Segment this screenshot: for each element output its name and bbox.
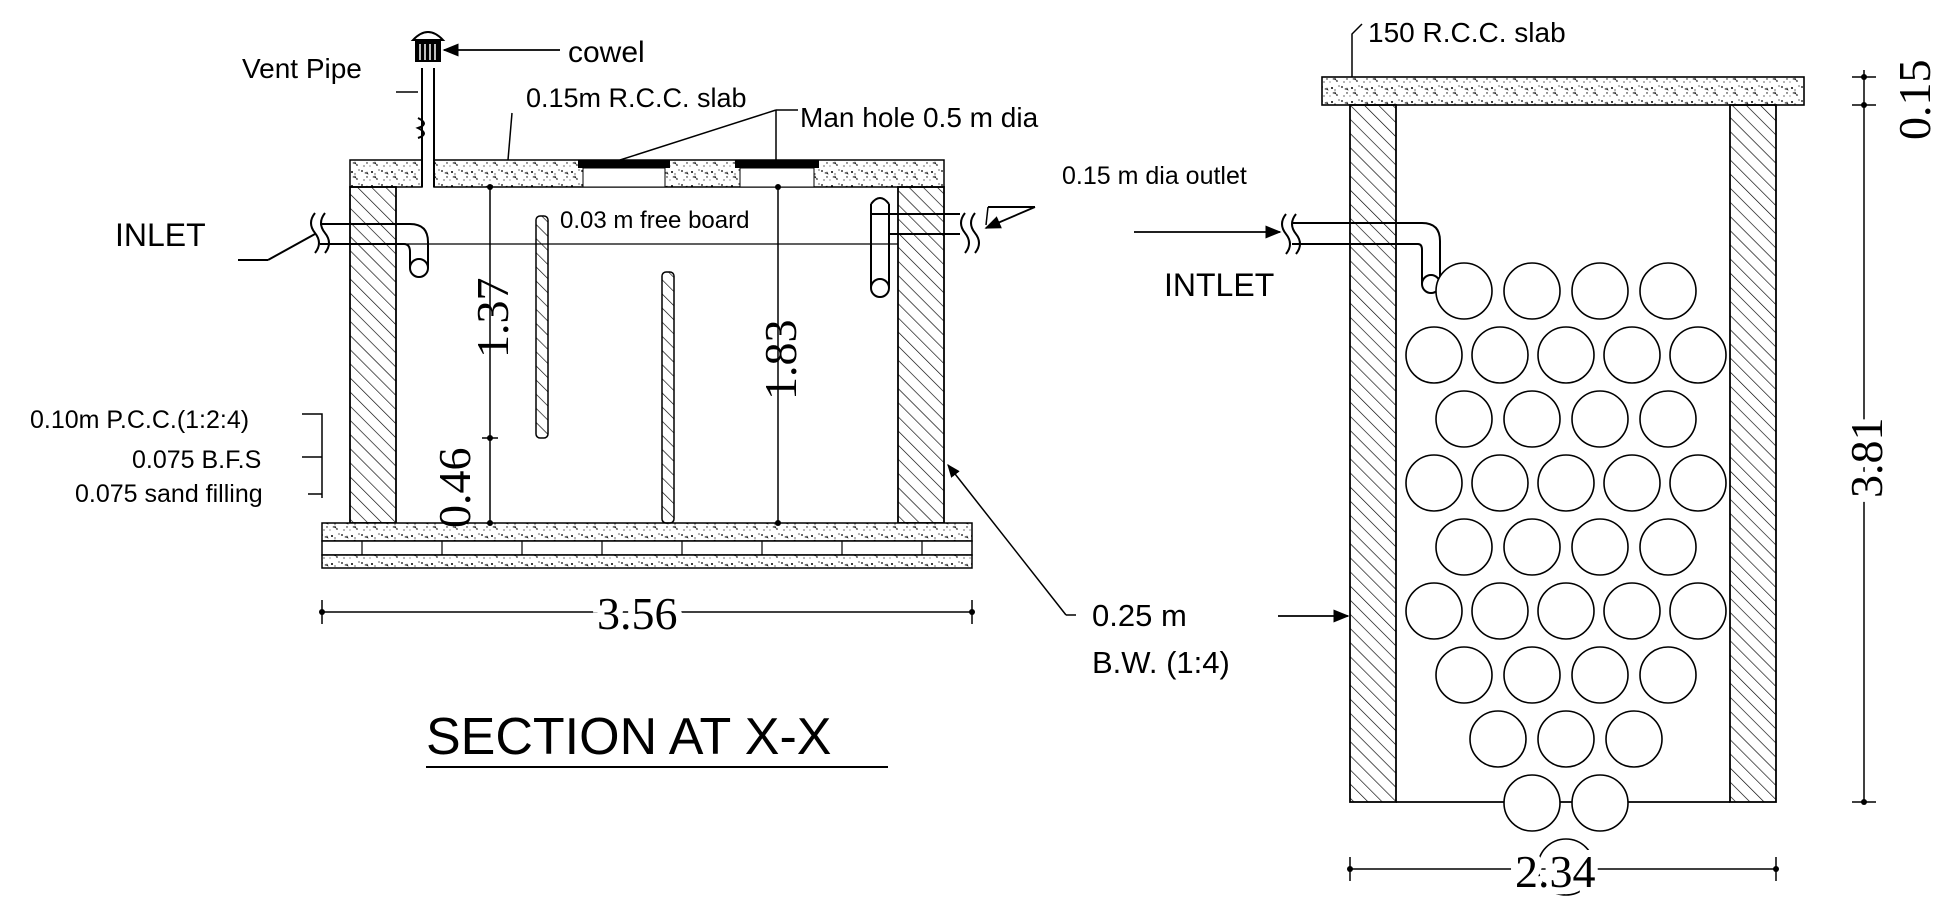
vent-pipe [415, 68, 435, 187]
stone [1537, 582, 1595, 640]
stone [1669, 326, 1727, 384]
freeboard-label: 0.03 m free board [560, 207, 749, 234]
section-view: Vent Pipe cowel 0.15m R.C.C. slab Man ho… [30, 31, 1247, 768]
section-outlet-pipe [870, 197, 1035, 298]
sand-label: 0.075 sand filling [75, 480, 263, 508]
stone [1435, 518, 1493, 576]
base-sand-layer [321, 554, 973, 569]
base-bfs-layer [321, 540, 973, 556]
stone [1537, 838, 1595, 896]
stone [1639, 390, 1697, 448]
top-slab-left [349, 159, 423, 188]
stone [1405, 454, 1463, 512]
stone [1537, 710, 1595, 768]
dim-height-183: 1.83 [755, 320, 806, 401]
wall-label-line1: 0.25 m [1092, 598, 1187, 633]
stone [1405, 326, 1463, 384]
section-inlet-pipe [238, 212, 429, 278]
stone [1503, 774, 1561, 832]
stone [1639, 262, 1697, 320]
wall-label-line2: B.W. (1:4) [1092, 645, 1230, 680]
bfs-label: 0.075 B.F.S [132, 446, 261, 474]
stone [1639, 646, 1697, 704]
stone [1471, 326, 1529, 384]
stone [1537, 454, 1595, 512]
stone [1435, 262, 1493, 320]
pit-dim-slab: 0.15 [1889, 60, 1933, 141]
stone [1571, 774, 1629, 832]
vent-pipe-label: Vent Pipe [242, 53, 362, 84]
pit-left-wall [1349, 104, 1397, 803]
base-pcc-layer [321, 522, 973, 542]
pit-dim-height: 3.81 [1841, 418, 1892, 499]
pit-inlet-label: INTLET [1164, 267, 1274, 303]
manhole-label: Man hole 0.5 m dia [800, 102, 1039, 133]
stone [1503, 518, 1561, 576]
section-left-wall [349, 186, 397, 524]
stone [1669, 454, 1727, 512]
stone [1571, 390, 1629, 448]
stone [1605, 710, 1663, 768]
section-title: SECTION AT X-X [426, 708, 832, 766]
pit-view: 150 R.C.C. slab INTLET 3.81 0.15 2.34 [1134, 17, 1933, 899]
stone [1503, 390, 1561, 448]
dim-depth-lower: 0.46 [429, 448, 480, 529]
stone [1571, 646, 1629, 704]
stone [1503, 646, 1561, 704]
cowel-label: cowel [568, 36, 645, 69]
pit-top-slab [1321, 76, 1805, 106]
stone [1571, 518, 1629, 576]
manhole-opening-1 [582, 167, 666, 188]
outlet-label: 0.15 m dia outlet [1062, 162, 1247, 190]
slab-label: 0.15m R.C.C. slab [526, 83, 747, 113]
manhole-cover-2 [735, 160, 819, 168]
stone [1639, 518, 1697, 576]
baffle-left [535, 215, 549, 439]
stone [1435, 390, 1493, 448]
baffle-center [661, 271, 675, 524]
pcc-label: 0.10m P.C.C.(1:2:4) [30, 406, 249, 434]
stone [1603, 326, 1661, 384]
stone [1669, 582, 1727, 640]
manhole-cover-1 [578, 160, 670, 168]
pit-slab-label: 150 R.C.C. slab [1368, 17, 1566, 48]
stone [1435, 646, 1493, 704]
stone [1603, 454, 1661, 512]
stone [1603, 582, 1661, 640]
stone [1469, 710, 1527, 768]
dim-length-356: 3.56 [597, 588, 678, 639]
pit-inlet-pipe [1281, 213, 1441, 294]
pit-right-wall [1729, 104, 1777, 803]
stone [1571, 262, 1629, 320]
stone [1405, 582, 1463, 640]
section-right-wall [897, 186, 945, 524]
dim-depth-upper: 1.37 [467, 278, 518, 359]
stone [1503, 262, 1561, 320]
cowel-cap [410, 31, 446, 62]
pit-dim-width: 2.34 [1515, 846, 1596, 897]
stone [1471, 582, 1529, 640]
stone-packing [1405, 262, 1727, 896]
stone [1537, 326, 1595, 384]
manhole-opening-2 [739, 167, 815, 188]
section-inlet-label: INLET [115, 217, 206, 253]
top-slab-middle [433, 159, 945, 188]
stone [1471, 454, 1529, 512]
